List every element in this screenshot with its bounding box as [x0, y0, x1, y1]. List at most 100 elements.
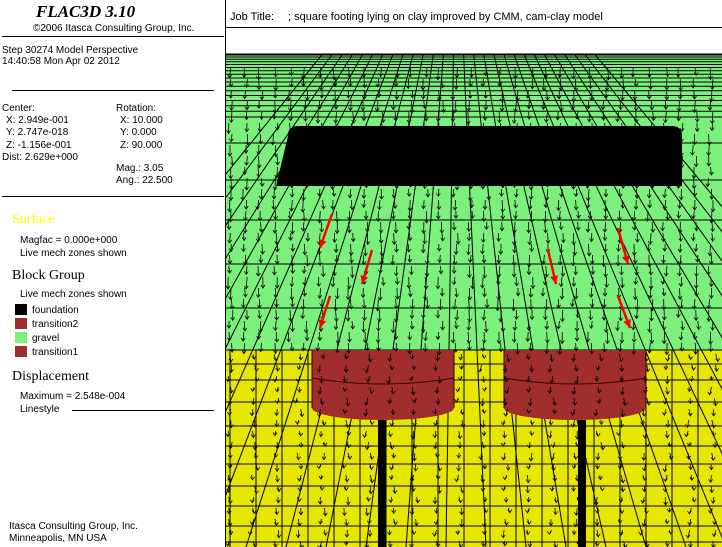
displacement-arrow — [242, 221, 248, 234]
displacement-arrow — [617, 342, 623, 353]
displacement-arrow — [251, 507, 257, 515]
displacement-arrow — [547, 386, 553, 395]
displacement-arrow — [274, 463, 280, 473]
displacement-arrow — [689, 375, 694, 383]
displacement-arrow — [712, 518, 718, 526]
displacement-arrow — [678, 188, 684, 201]
displacement-arrow — [255, 265, 261, 277]
displacement-arrow — [227, 463, 233, 469]
displacement-arrow — [599, 419, 604, 426]
displacement-arrow — [525, 375, 531, 383]
displacement-arrow — [641, 518, 647, 527]
displacement-arrow — [297, 496, 302, 503]
displacement-arrow — [706, 265, 711, 276]
displacement-arrow — [667, 507, 672, 513]
displacement-arrow — [296, 452, 301, 461]
displacement-arrow — [435, 111, 441, 122]
displacement-arrow — [685, 529, 691, 539]
displacement-arrow — [649, 331, 655, 344]
displacement-arrow — [347, 331, 352, 343]
displacement-arrow — [642, 375, 648, 383]
displacement-arrow — [526, 386, 532, 393]
displacement-arrow — [709, 89, 715, 103]
displacement-arrow — [677, 89, 683, 100]
displacement-arrow — [530, 276, 536, 290]
displacement-arrow — [557, 254, 563, 266]
displacement-arrow — [407, 210, 413, 220]
displacement-arrow — [527, 397, 533, 407]
displacement-arrow — [450, 331, 456, 344]
displacement-arrow — [409, 540, 414, 547]
displacement-arrow — [377, 309, 382, 323]
displacement-arrow — [241, 232, 247, 242]
displacement-arrow — [478, 452, 484, 461]
displacement-arrow — [450, 111, 456, 123]
model-viewport[interactable] — [226, 28, 722, 547]
displacement-arrow — [229, 298, 235, 310]
displacement-arrow — [687, 441, 692, 447]
displacement-arrow — [286, 89, 292, 102]
displacement-arrow — [434, 386, 440, 395]
displacement-arrow — [667, 441, 673, 448]
displacement-arrow — [361, 89, 367, 100]
displacement-arrow — [271, 111, 277, 120]
header-divider — [2, 36, 224, 37]
displacement-arrow — [272, 265, 277, 276]
displacement-arrow — [689, 474, 695, 481]
displacement-arrow — [618, 100, 624, 111]
displacement-arrow — [244, 78, 249, 89]
displacement-arrow — [687, 507, 692, 515]
displacement-arrow — [660, 276, 666, 285]
displacement-arrow — [379, 188, 384, 200]
displacement-arrow — [228, 133, 234, 143]
displacement-arrow — [512, 243, 517, 254]
displacement-arrow — [467, 287, 473, 301]
red-arrow-head — [318, 319, 327, 328]
displacement-arrow — [459, 408, 465, 416]
displacement-arrow — [436, 243, 442, 252]
displacement-arrow — [409, 89, 415, 99]
displacement-arrow — [393, 518, 398, 526]
displacement-arrow — [640, 496, 646, 504]
displacement-arrow — [275, 441, 280, 450]
displacement-arrow — [644, 507, 649, 515]
displacement-arrow — [424, 210, 429, 224]
displacement-arrow — [364, 364, 370, 374]
displacement-arrow — [526, 221, 532, 234]
displacement-arrow — [549, 485, 555, 492]
displacement-arrow — [498, 342, 504, 353]
displacement-arrow — [346, 89, 351, 99]
displacement-arrow — [345, 309, 351, 322]
displacement-arrow — [367, 353, 373, 363]
displacement-arrow — [668, 529, 674, 535]
displacement-arrow — [481, 353, 487, 360]
displacement-arrow — [227, 331, 232, 342]
displacement-arrow — [436, 342, 442, 356]
displacement-arrow — [240, 331, 246, 342]
displacement-arrow — [499, 188, 504, 197]
displacement-arrow — [647, 254, 652, 268]
displacement-arrow — [515, 342, 520, 355]
displacement-arrow — [619, 331, 625, 344]
displacement-arrow — [342, 507, 347, 517]
displacement-arrow — [450, 188, 456, 198]
displacement-arrow — [395, 287, 400, 300]
displacement-arrow — [323, 529, 328, 537]
displacement-arrow — [380, 111, 386, 124]
cmm-column-right — [578, 420, 586, 547]
displacement-arrow — [570, 100, 575, 111]
displacement-arrow — [513, 188, 519, 198]
displacement-arrow — [377, 199, 382, 211]
displacement-arrow — [333, 320, 339, 331]
displacement-arrow — [272, 320, 278, 332]
displacement-arrow — [315, 111, 321, 124]
displacement-arrow — [421, 221, 426, 235]
displacement-arrow — [555, 111, 561, 121]
displacement-arrow — [529, 364, 535, 373]
transition1-swatch — [15, 346, 27, 357]
displacement-arrow — [379, 254, 384, 266]
displacement-arrow — [603, 265, 608, 278]
mesh-ray — [226, 53, 344, 226]
displacement-arrow — [275, 243, 280, 253]
